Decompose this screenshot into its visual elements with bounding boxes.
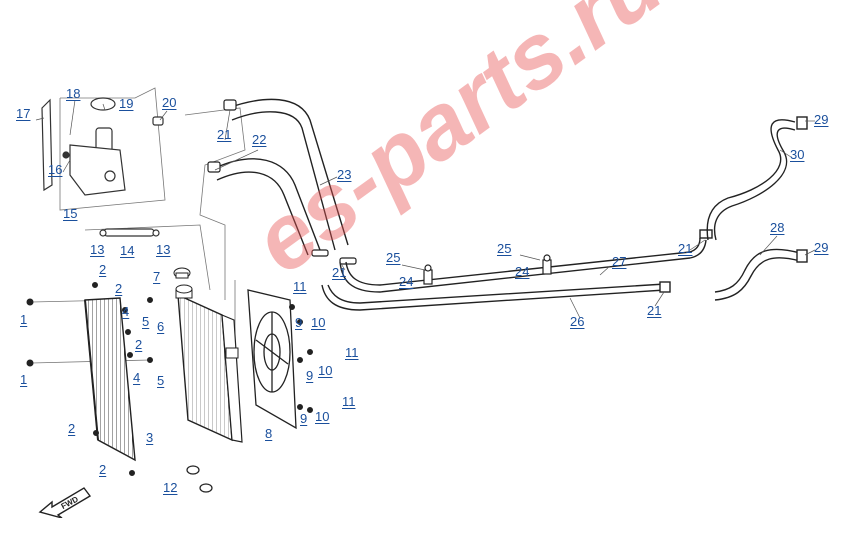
callout-29-top: 29 [814,112,829,127]
callout-21-d: 21 [647,303,662,318]
forward-arrow-icon: FWD [38,487,92,518]
callout-29-bottom: 29 [814,240,829,255]
callout-11-c: 11 [342,394,356,409]
callout-11-b: 11 [345,345,359,360]
callout-14: 14 [120,243,135,258]
callout-21-b: 21 [332,265,347,280]
callout-15: 15 [63,206,78,221]
callout-4-a: 4 [122,304,130,319]
fasteners [26,282,313,476]
coolant-reservoir [41,97,164,196]
callout-25-b: 25 [497,241,512,256]
callout-24-a: 24 [399,274,414,289]
callout-30: 30 [790,147,805,162]
callout-2-a: 2 [99,262,107,277]
leader-lines [35,99,816,319]
callout-16: 16 [48,162,63,177]
callout-25-a: 25 [386,250,401,265]
callout-2-e: 2 [99,462,107,477]
callout-7: 7 [153,269,161,284]
callout-9-c: 9 [300,411,308,426]
callout-2-c: 2 [135,337,143,352]
callout-17: 17 [16,106,31,121]
callout-2-b: 2 [115,281,123,296]
callout-28: 28 [770,220,785,235]
grommets [186,465,213,493]
overflow-hose [99,228,160,237]
condenser [84,297,136,462]
callout-6: 6 [157,319,165,334]
callout-10-c: 10 [315,409,330,424]
callout-2-d: 2 [68,421,76,436]
callout-13-left: 13 [90,242,105,257]
bleed-fittings [423,254,552,285]
callout-11-a: 11 [293,279,307,294]
callout-4-b: 4 [133,370,141,385]
fan-shroud [247,289,297,430]
callout-18: 18 [66,86,81,101]
callout-27: 27 [612,254,627,269]
callout-26: 26 [570,314,585,329]
callout-9-b: 9 [306,368,314,383]
upper-hoses [214,98,349,256]
callout-8: 8 [265,426,273,441]
radiator-cap [173,267,191,279]
callout-21-c: 21 [678,241,693,256]
callout-5-b: 5 [157,373,165,388]
right-hoses [706,116,808,301]
callout-13-right: 13 [156,242,171,257]
callout-10-a: 10 [311,315,326,330]
hose-clamps [207,99,357,265]
callout-12: 12 [163,480,178,495]
callout-5-a: 5 [142,314,150,329]
callout-3: 3 [146,430,154,445]
callout-19: 19 [119,96,134,111]
callout-21-a: 21 [217,127,232,142]
callout-22: 22 [252,132,267,147]
callout-1-b: 1 [20,372,28,387]
callout-23: 23 [337,167,352,182]
callout-24-b: 24 [515,264,530,279]
callout-1-a: 1 [20,312,28,327]
callout-20: 20 [162,95,177,110]
callout-10-b: 10 [318,363,333,378]
radiator [175,284,243,443]
callout-9-a: 9 [295,315,303,330]
